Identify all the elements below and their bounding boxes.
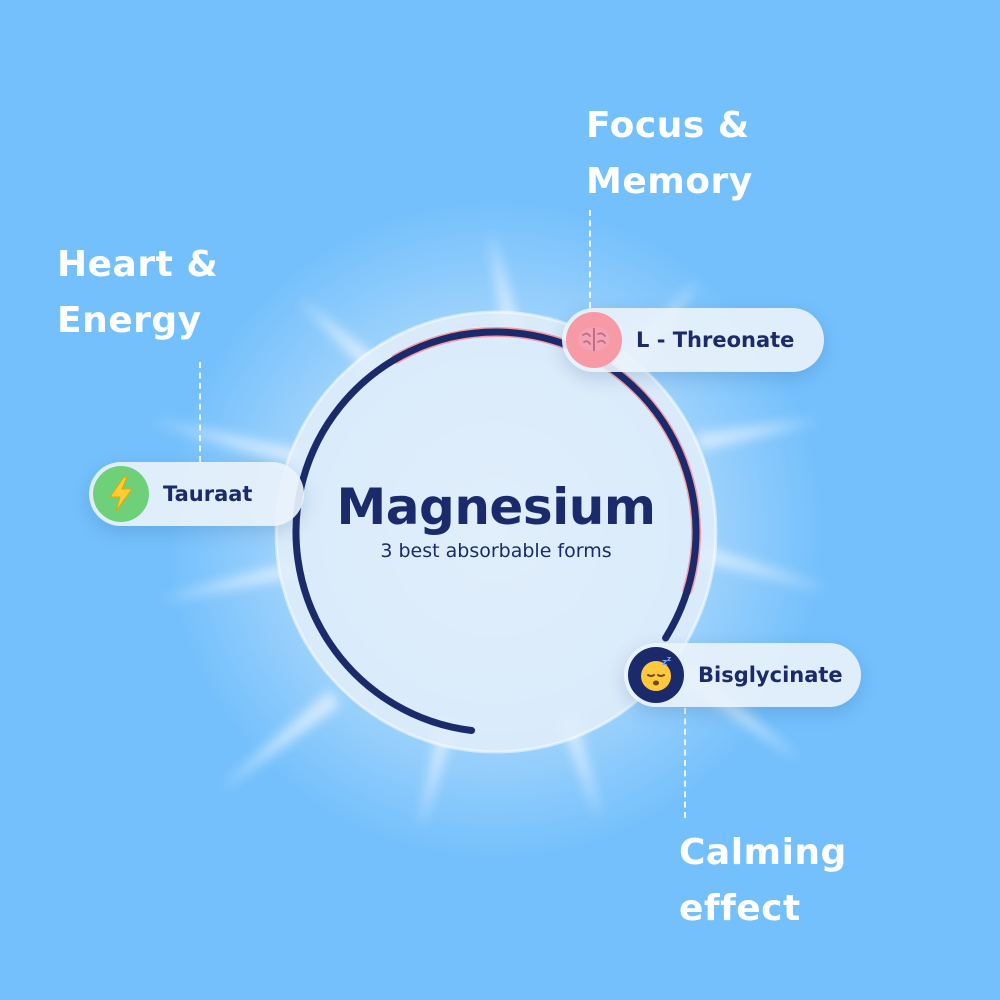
svg-text:z: z (667, 655, 671, 663)
center-circle (274, 310, 718, 754)
pill-label: Tauraat (163, 482, 253, 506)
pill-label: L - Threonate (636, 328, 795, 352)
center-title: Magnesium (336, 478, 656, 536)
connector-line (589, 210, 591, 308)
brain-icon (566, 312, 622, 368)
sleeping-face-icon: z z (628, 647, 684, 703)
benefit-line: Heart & (57, 244, 219, 285)
bisglycinate-arc (292, 328, 700, 734)
benefit-focus-memory: Focus & Memory (586, 98, 753, 210)
benefit-heart-energy: Heart & Energy (57, 237, 218, 349)
benefit-line: Calming (679, 832, 847, 873)
pill-tauraat[interactable]: Tauraat (89, 462, 304, 526)
pill-bisglycinate[interactable]: z z Bisglycinate (624, 643, 861, 707)
benefit-line: effect (679, 888, 801, 929)
lightning-icon (93, 466, 149, 522)
pill-label: Bisglycinate (698, 663, 843, 687)
connector-line (199, 362, 201, 462)
benefit-line: Focus & (586, 105, 750, 146)
benefit-line: Energy (57, 300, 202, 341)
benefit-calming-effect: Calming effect (679, 825, 847, 937)
center-subtitle: 3 best absorbable forms (380, 540, 612, 562)
pill-l-threonate[interactable]: L - Threonate (562, 308, 824, 372)
connector-line (684, 708, 686, 818)
benefit-line: Memory (586, 161, 753, 202)
svg-text:z: z (662, 658, 667, 668)
